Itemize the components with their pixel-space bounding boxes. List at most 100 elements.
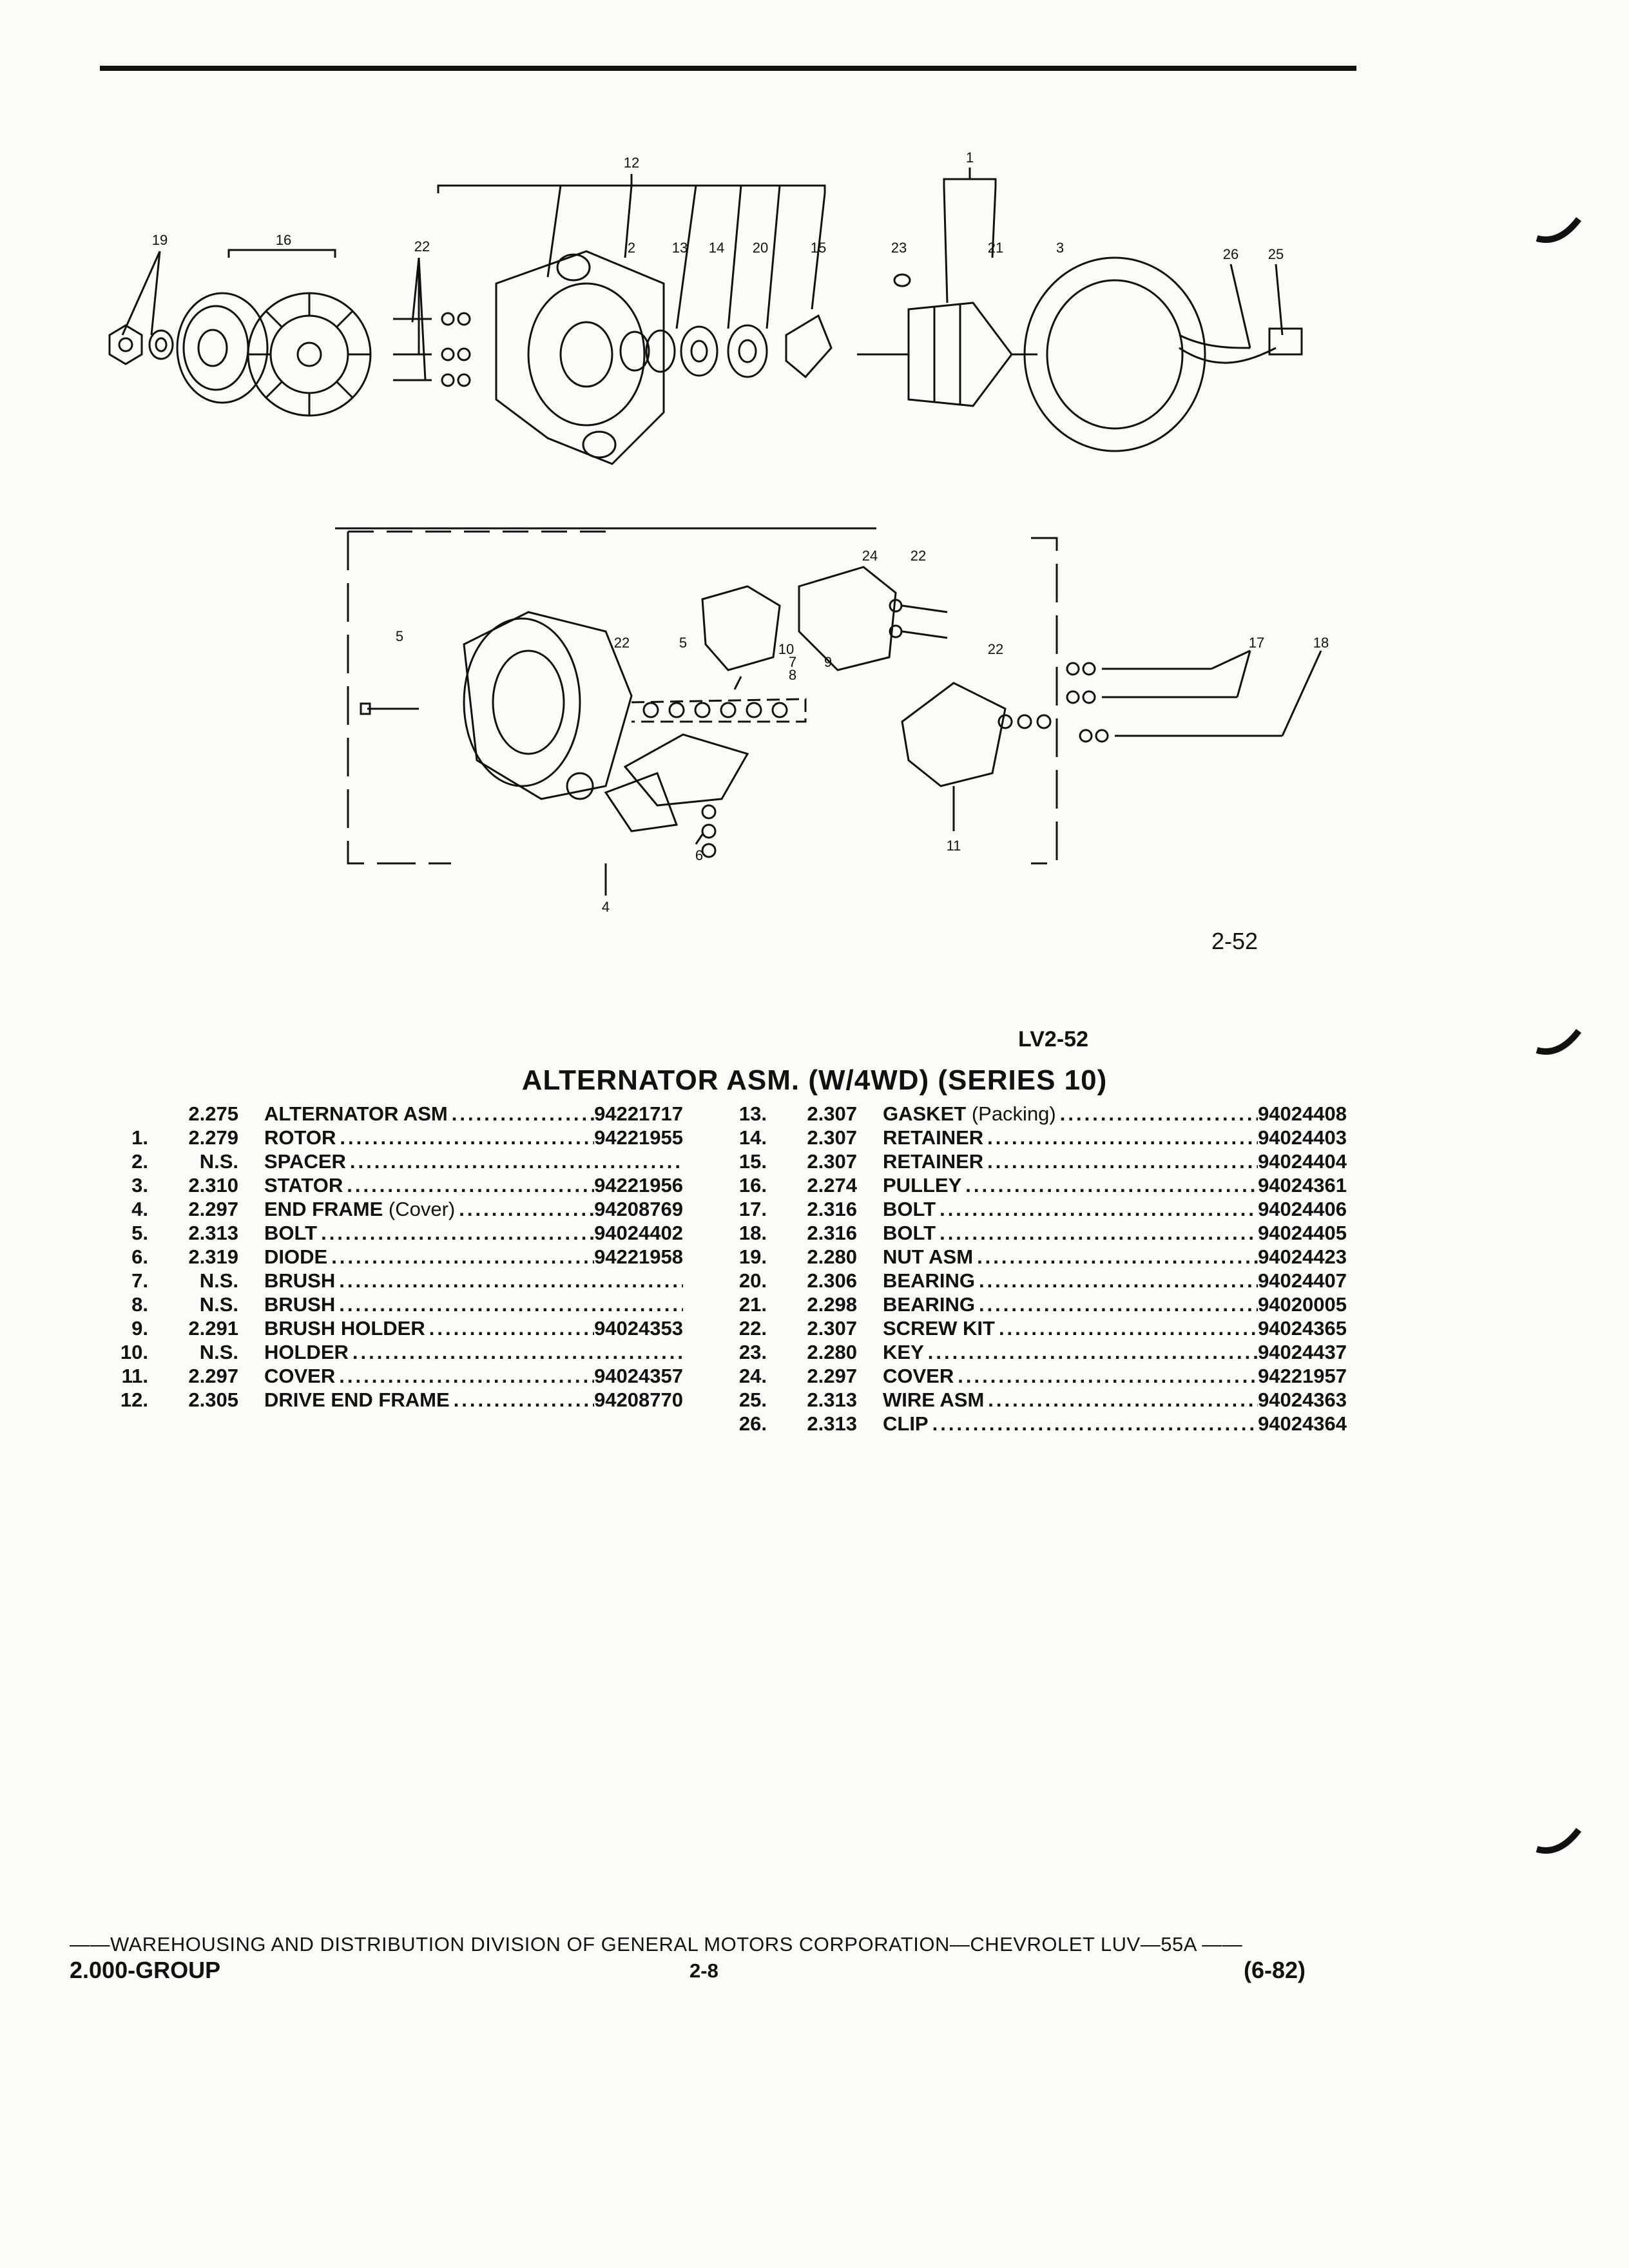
part-name: BRUSH — [264, 1269, 336, 1292]
dot-leader — [975, 1293, 1258, 1316]
parts-row: 16.2.274PULLEY94024361 — [702, 1173, 1347, 1197]
part-description: BEARING — [883, 1269, 1258, 1293]
part-description: BOLT — [883, 1221, 1258, 1245]
part-name: COVER — [264, 1365, 336, 1387]
item-number: 5. — [131, 1222, 148, 1244]
group-number: N.S. — [199, 1293, 238, 1316]
dot-leader — [973, 1245, 1258, 1269]
group-number: 2.306 — [807, 1269, 857, 1292]
part-name: RETAINER — [883, 1150, 984, 1173]
part-description: RETAINER — [883, 1126, 1258, 1149]
item-number: 14. — [738, 1126, 767, 1149]
item-number: 3. — [131, 1174, 148, 1196]
dot-leader — [1056, 1102, 1258, 1126]
parts-row: 10.N.S.HOLDER — [84, 1340, 683, 1364]
part-number: 94024423 — [1258, 1245, 1347, 1268]
parts-row: 5.2.313BOLT94024402 — [84, 1221, 683, 1245]
item-number: 12. — [120, 1389, 148, 1411]
item-number: 25. — [738, 1389, 767, 1411]
group-number: N.S. — [199, 1150, 238, 1173]
callout-label: 19 — [152, 232, 168, 248]
item-number: 1. — [131, 1126, 148, 1149]
callout-label: 5 — [679, 635, 687, 651]
group-number: 2.307 — [807, 1317, 857, 1340]
group-number: 2.307 — [807, 1126, 857, 1149]
footer-date: (6-82) — [1244, 1957, 1306, 1983]
part-name: COVER — [883, 1365, 954, 1387]
callout-label: 22 — [911, 548, 926, 564]
group-number: 2.297 — [188, 1198, 238, 1220]
item-number: 4. — [131, 1198, 148, 1220]
group-number: N.S. — [199, 1341, 238, 1363]
part-number: 94024364 — [1258, 1412, 1347, 1435]
dot-leader — [954, 1364, 1258, 1388]
page-title: ALTERNATOR ASM. (W/4WD) (SERIES 10) — [521, 1064, 1108, 1096]
dot-leader — [343, 1173, 594, 1197]
callout-label: 11 — [947, 838, 961, 854]
item-number: 15. — [738, 1150, 767, 1173]
parts-row: 14. 2.307 RETAINER 94024403 — [702, 1126, 1347, 1149]
callout-label: 15 — [811, 240, 826, 256]
group-number: 2.316 — [807, 1222, 857, 1244]
callout-label: 22 — [414, 238, 430, 255]
dot-leader — [961, 1173, 1258, 1197]
part-description: BEARING — [883, 1293, 1258, 1316]
part-name: WIRE ASM — [883, 1389, 985, 1411]
callout-label: 1 — [966, 149, 974, 166]
part-number: 94024407 — [1258, 1269, 1347, 1292]
callout-label: 23 — [891, 240, 907, 256]
part-number: 94221956 — [594, 1174, 683, 1196]
item-number — [84, 1102, 148, 1126]
part-number: 94024403 — [1258, 1126, 1347, 1149]
dot-leader — [346, 1149, 683, 1173]
part-description: DIODE — [264, 1245, 594, 1269]
margin-tab-mark — [1536, 216, 1581, 243]
top-rule — [100, 66, 1356, 71]
callout-label: 21 — [988, 240, 1003, 256]
item-number: 6. — [131, 1245, 148, 1268]
parts-row: 17.2.316BOLT94024406 — [702, 1197, 1347, 1221]
item-number: 26. — [738, 1412, 767, 1435]
parts-row: 18.2.316BOLT94024405 — [702, 1221, 1347, 1245]
dot-leader — [936, 1197, 1258, 1221]
callout-label: 14 — [709, 240, 724, 256]
part-number: 94024361 — [1258, 1174, 1347, 1196]
part-number: 94024408 — [1258, 1102, 1347, 1125]
callout-label: 6 — [695, 847, 703, 863]
callout-label: 2 — [628, 240, 635, 256]
part-description: NUT ASM — [883, 1245, 1258, 1269]
parts-row: 20.2.306BEARING94024407 — [702, 1269, 1347, 1293]
group-number: 2.313 — [188, 1222, 238, 1244]
callout-label: 26 — [1223, 246, 1239, 262]
parts-row: 24.2.297COVER94221957 — [702, 1364, 1347, 1388]
part-description: CLIP — [883, 1412, 1258, 1436]
part-name: RETAINER — [883, 1126, 984, 1149]
dot-leader — [327, 1245, 594, 1269]
dot-leader — [450, 1388, 594, 1412]
parts-row: 26.2.313CLIP94024364 — [702, 1412, 1347, 1436]
dot-leader — [984, 1388, 1258, 1412]
callout-label: 9 — [824, 654, 832, 670]
part-name: END FRAME — [264, 1198, 383, 1220]
part-description: PULLEY — [883, 1173, 1258, 1197]
part-name: KEY — [883, 1341, 924, 1363]
parts-row: 21.2.298BEARING94020005 — [702, 1293, 1347, 1316]
part-name: DRIVE END FRAME — [264, 1389, 450, 1411]
dot-leader — [995, 1316, 1258, 1340]
part-number: 94024363 — [1258, 1389, 1347, 1411]
part-description: SPACER — [264, 1149, 683, 1173]
parts-row: 1.2.279ROTOR94221955 — [84, 1126, 683, 1149]
part-number: 94221955 — [594, 1126, 683, 1149]
group-number: 2.307 — [807, 1102, 857, 1125]
part-name: HOLDER — [264, 1341, 349, 1363]
part-number: 94208769 — [594, 1198, 683, 1220]
dot-leader — [929, 1412, 1258, 1436]
part-number: 94024404 — [1258, 1150, 1347, 1173]
part-name: DIODE — [264, 1245, 328, 1268]
